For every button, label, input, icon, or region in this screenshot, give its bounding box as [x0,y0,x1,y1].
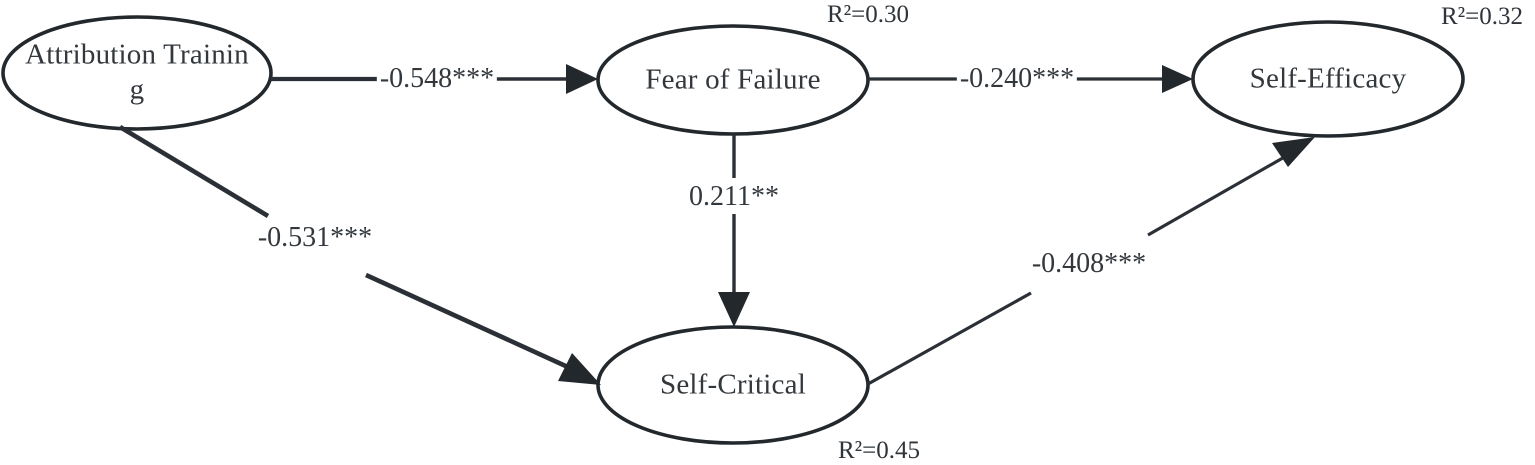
node-self-critical [596,325,870,445]
node-label-attribution-training: Attribution Trainin g [25,38,249,106]
arrowhead-self-critical-to-efficacy [1272,137,1315,167]
arrowhead-fear-to-self-critical [718,292,750,327]
coefficient-fear-to-self-critical: 0.211** [686,181,782,213]
coefficient-attribution-to-self-critical: -0.531*** [254,222,376,254]
coefficient-self-critical-to-efficacy: -0.408*** [1028,248,1150,280]
node-attribution-training [1,15,273,131]
r2-label-fear-of-failure: R²=0.30 [826,1,910,28]
node-label-self-efficacy: Self-Efficacy [1249,62,1407,95]
path-attribution-to-self-critical-segment-lower [365,272,571,371]
path-attribution-to-self-critical-segment-upper [118,125,270,218]
coefficient-attribution-to-fear: -0.548*** [376,63,498,95]
path-self-critical-to-efficacy-segment-lower [867,291,1032,386]
path-self-critical-to-efficacy-segment-upper [1147,153,1289,237]
coefficient-fear-to-efficacy: -0.240*** [956,63,1078,95]
arrowhead-attribution-to-self-critical [558,353,601,385]
node-label-fear-of-failure: Fear of Failure [645,63,821,96]
node-label-self-critical: Self-Critical [660,368,806,401]
arrowhead-fear-to-efficacy [1162,65,1193,93]
r2-label-self-efficacy: R²=0.32 [1440,3,1524,30]
arrowhead-attribution-to-fear [566,64,598,94]
r2-label-self-critical: R²=0.45 [837,437,921,464]
